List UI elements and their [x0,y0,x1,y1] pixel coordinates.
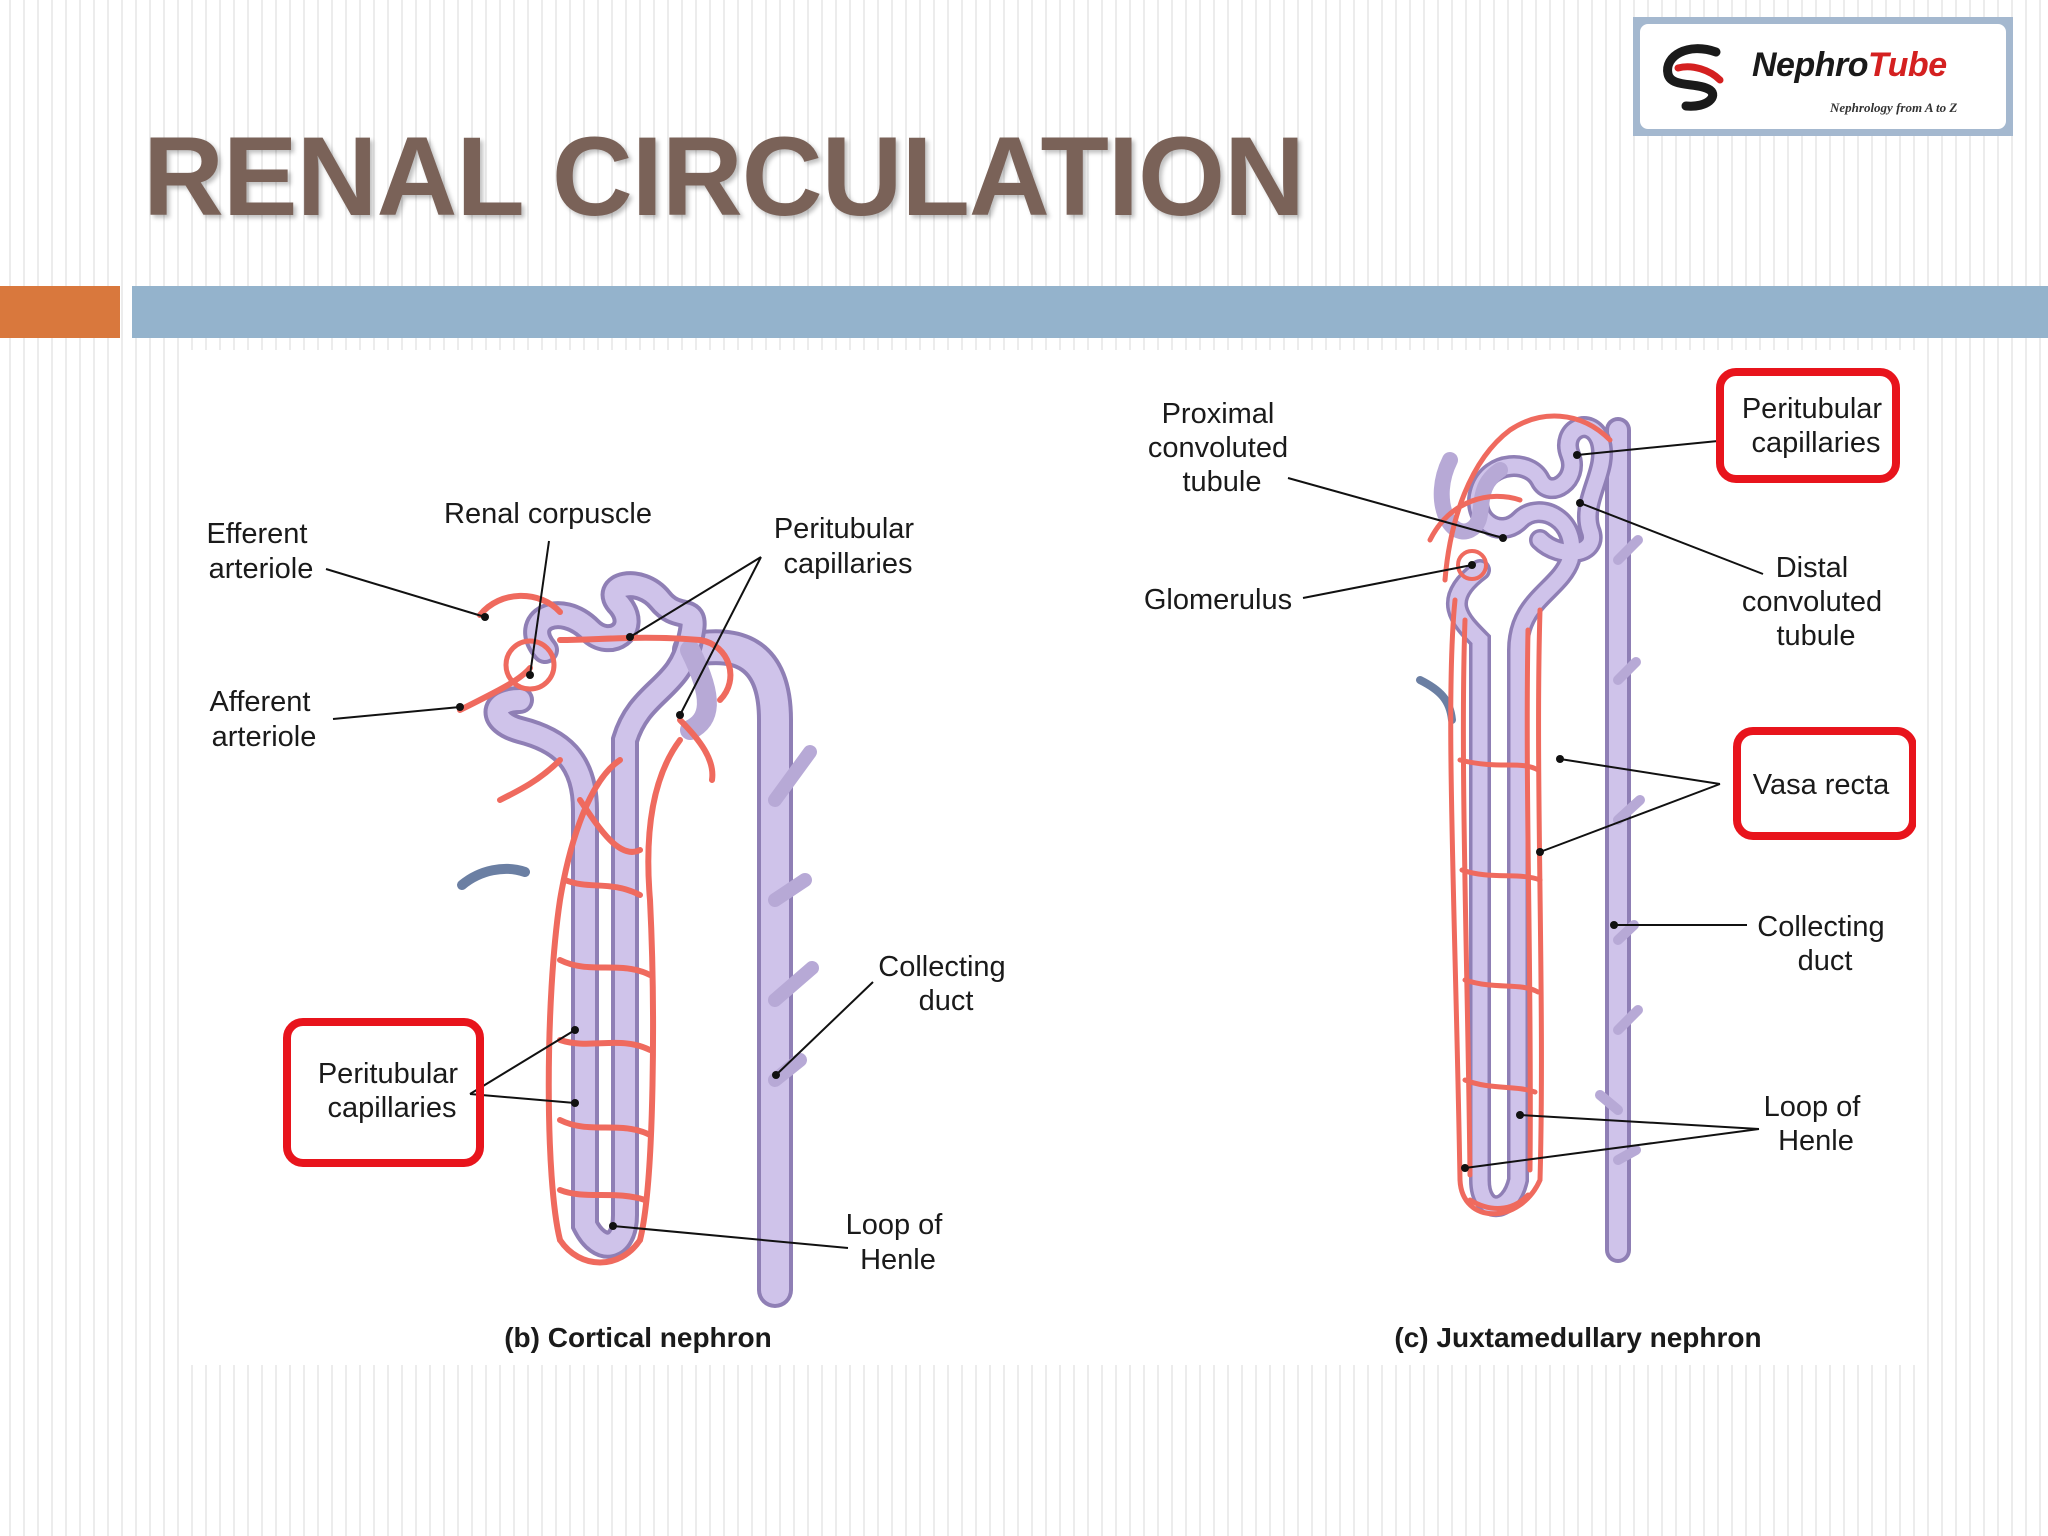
cortical-leader-lines [325,540,874,1249]
highlight-box-vasa-recta [1733,727,1917,840]
label-collecting-duct-cortical: Collecting duct [878,951,1013,1017]
slide-title: RENAL CIRCULATION [143,114,1305,239]
nephron-diagram: Efferent arteriole Renal corpuscle Perit… [206,368,1917,1353]
caption-juxtamedullary-nephron: (c) Juxtamedullary nephron [1394,1322,1761,1353]
juxta-labels: Proximal convoluted tubule Peritubular c… [1144,393,1892,1353]
label-loop-juxta-line2: Henle [1778,1125,1854,1157]
label-peritubular-juxta-line1: Peritubular [1742,393,1883,425]
label-renal-corpuscle: Renal corpuscle [444,498,652,530]
label-distal-convoluted-tubule: Distal convoluted tubule [1742,552,1890,652]
label-proximal-line3: tubule [1182,466,1261,498]
label-vasa-recta-line1: Vasa recta [1753,769,1890,801]
label-proximal-convoluted-tubule: Proximal convoluted tubule [1148,398,1296,498]
accent-bar-orange [0,286,120,338]
label-loop-cortical-line2: Henle [860,1244,936,1276]
label-collecting-juxta-line1: Collecting [1757,911,1884,943]
label-efferent-line2: arteriole [209,553,314,585]
label-afferent-line2: arteriole [212,721,317,753]
label-collecting-juxta-line2: duct [1798,945,1853,977]
label-afferent-arteriole: Afferent arteriole [209,686,318,753]
juxtamedullary-nephron-illustration [1416,413,1645,1263]
juxta-leader-dots [1461,451,1618,1172]
label-proximal-line1: Proximal [1162,398,1275,430]
label-glomerulus-line1: Glomerulus [1144,584,1292,616]
highlight-box-peritubular-cortical [283,1018,484,1167]
label-collecting-cortical-line1: Collecting [878,951,1005,983]
label-distal-line1: Distal [1776,552,1849,584]
label-peritubular-capillaries-bottom: Peritubular capillaries [318,1058,466,1124]
label-afferent-line1: Afferent [209,686,310,718]
logo-tagline: Nephrology from A to Z [1830,100,1958,115]
label-peritubular-top-line2: capillaries [784,548,913,580]
label-corpuscle-line1: Renal corpuscle [444,498,652,530]
label-loop-juxta-line1: Loop of [1764,1091,1862,1123]
logo-name-part1: Nephro [1752,46,1869,84]
label-glomerulus: Glomerulus [1144,584,1292,616]
cortical-blood-vessels [457,592,734,1266]
label-efferent-arteriole: Efferent arteriole [206,518,315,585]
logo-name-part2: Tube [1868,46,1947,84]
label-vasa-recta: Vasa recta [1753,769,1890,801]
cortical-collecting-duct [672,629,819,1308]
label-efferent-line1: Efferent [206,518,307,550]
cortical-leader-dots [456,613,780,1230]
label-peritubular-bottom-line2: capillaries [328,1092,457,1124]
label-peritubular-capillaries-juxta: Peritubular capillaries [1742,393,1890,459]
nephrotube-logo: NephroTube Nephrology from A to Z [1633,17,2013,136]
label-proximal-line2: convoluted [1148,432,1288,464]
label-peritubular-top-line1: Peritubular [774,513,915,545]
label-loop-cortical-line1: Loop of [846,1209,944,1241]
label-peritubular-juxta-line2: capillaries [1752,427,1881,459]
label-distal-line2: convoluted [1742,586,1882,618]
label-peritubular-bottom-line1: Peritubular [318,1058,459,1090]
accent-bar-blue [132,286,2048,338]
juxta-collecting-duct [1595,417,1645,1263]
juxta-tubule [1416,416,1613,1218]
label-peritubular-capillaries-top: Peritubular capillaries [774,513,922,580]
label-collecting-duct-juxta: Collecting duct [1757,911,1892,977]
juxta-leader-lines [1287,440,1764,1169]
cortical-tubule [483,571,717,1259]
cortical-vein-segment [457,863,530,890]
label-collecting-cortical-line2: duct [919,985,974,1017]
nephron-figure: Efferent arteriole Renal corpuscle Perit… [186,350,1917,1365]
label-loop-of-henle-cortical: Loop of Henle [846,1209,951,1276]
highlight-box-peritubular-juxta [1716,368,1900,483]
nephrotube-swirl-icon [1663,44,1724,111]
caption-cortical-nephron: (b) Cortical nephron [504,1322,772,1353]
cortical-labels: Efferent arteriole Renal corpuscle Perit… [206,498,1013,1353]
label-loop-of-henle-juxta: Loop of Henle [1764,1091,1869,1157]
cortical-nephron-illustration [457,571,819,1308]
label-distal-line3: tubule [1776,620,1855,652]
logo-name: NephroTube [1752,46,1947,85]
